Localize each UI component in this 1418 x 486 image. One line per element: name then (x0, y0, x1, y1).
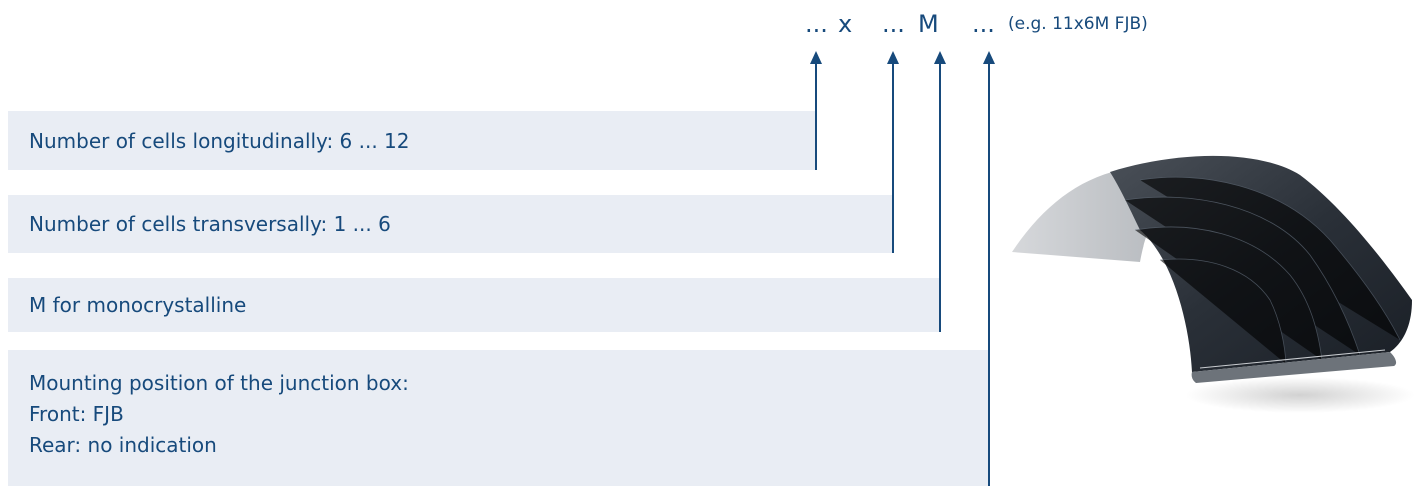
junction-box-title: Mounting position of the junction box: (29, 371, 409, 395)
arrowhead-monocrystalline (934, 51, 946, 64)
monocrystalline-box: M for monocrystalline (8, 278, 940, 332)
code-token-cells-longitudinal: ... (805, 10, 828, 38)
junction-box-rear: Rear: no indication (29, 433, 217, 457)
cells-longitudinal-label: Number of cells longitudinally: 6 ... 12 (29, 128, 410, 153)
cells-transversal-label: Number of cells transversally: 1 ... 6 (29, 212, 391, 236)
arrowhead-cells-transversal (887, 51, 899, 64)
example-code: (e.g. 11x6M FJB) (1008, 14, 1148, 34)
monocrystalline-label: M for monocrystalline (29, 293, 247, 317)
code-token-x: x (838, 10, 853, 38)
cells-longitudinal-box: Number of cells longitudinally: 6 ... 12 (8, 111, 816, 170)
solar-panel-illustration (1012, 155, 1415, 413)
cells-transversal-box: Number of cells transversally: 1 ... 6 (8, 195, 893, 253)
code-token-junction-box: ... (972, 10, 995, 38)
junction-box-front: Front: FJB (29, 402, 124, 426)
arrowhead-junction-box (983, 51, 995, 64)
arrowhead-cells-longitudinal (810, 51, 822, 64)
code-token-m: M (918, 10, 939, 38)
junction-box-box: Mounting position of the junction box: F… (8, 350, 989, 486)
code-token-cells-transversal: ... (882, 10, 905, 38)
